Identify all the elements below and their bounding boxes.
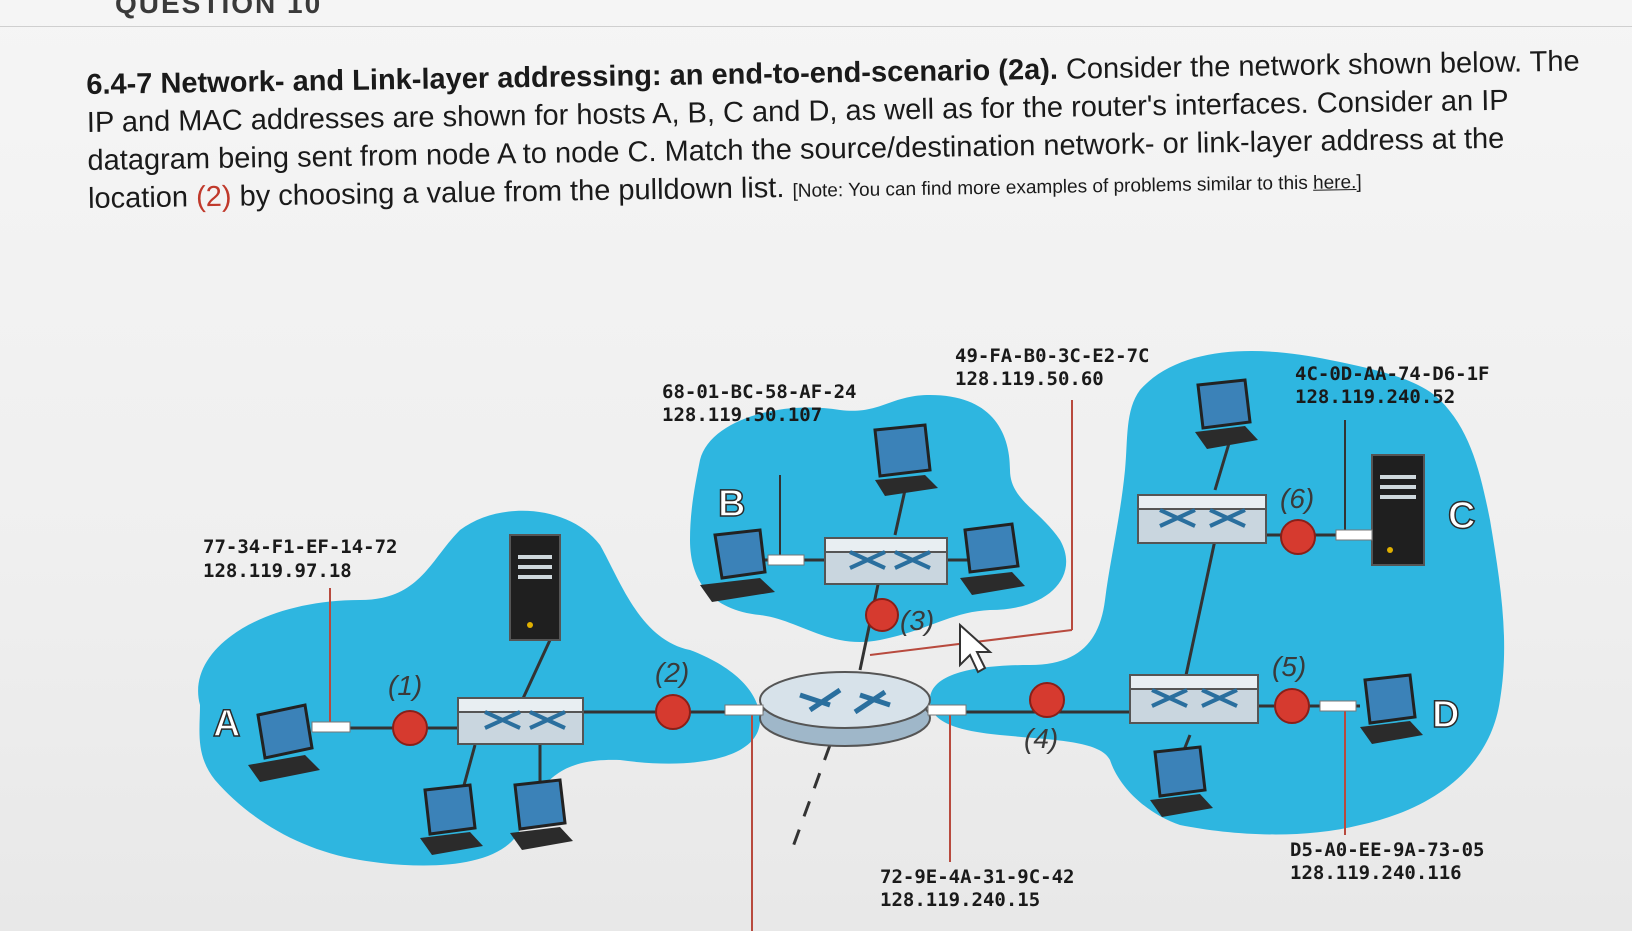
subnet-left-area (198, 510, 760, 866)
location-label-6: (6) (1280, 483, 1314, 514)
address-c-ip: 128.119.240.52 (1295, 386, 1455, 408)
mouse-cursor-icon (959, 622, 993, 674)
server-c (1371, 454, 1425, 566)
location-label-4: (4) (1024, 723, 1058, 754)
host-label-c: C (1448, 495, 1475, 537)
pc-top (873, 423, 938, 496)
address-a-mac: 77-34-F1-EF-14-72 (203, 536, 397, 558)
router (759, 671, 931, 747)
pc-right-top-subnet (960, 522, 1025, 595)
pc-left-bottom-1 (420, 783, 483, 855)
link-left-switch-server (518, 639, 552, 706)
link-switch-pc-top (893, 489, 907, 536)
interface-b (767, 554, 805, 566)
location-dot-6 (1280, 519, 1316, 555)
link-router-dashed (788, 744, 832, 856)
link-upper-switch-pc (1213, 439, 1232, 491)
link-switches-vertical (1183, 539, 1217, 681)
pc-right-lower (1150, 745, 1213, 817)
interface-router-right (927, 704, 967, 716)
location-label-1: (1) (388, 670, 422, 701)
location-label-2: (2) (655, 657, 689, 688)
switch-top (824, 537, 948, 585)
pc-d (1360, 673, 1423, 744)
location-dot-4 (1029, 682, 1065, 718)
location-label-3: (3) (900, 605, 934, 636)
location-label-5: (5) (1272, 651, 1306, 682)
interface-c (1335, 529, 1373, 541)
switch-right-upper (1137, 494, 1267, 544)
address-router-right-mac: 72-9E-4A-31-9C-42 (880, 866, 1074, 888)
interface-router-left (724, 704, 764, 716)
address-router-top-mac: 49-FA-B0-3C-E2-7C (955, 345, 1149, 367)
address-router-top-ip: 128.119.50.60 (955, 368, 1104, 390)
pc-right-upper (1195, 378, 1258, 449)
location-dot-3 (865, 598, 899, 632)
address-d-ip: 128.119.240.116 (1290, 862, 1462, 884)
address-d-mac: D5-A0-EE-9A-73-05 (1290, 839, 1484, 861)
host-label-a: A (213, 703, 240, 745)
subnet-right-area (930, 351, 1505, 835)
pc-b (700, 528, 775, 602)
server-left (509, 534, 561, 641)
switch-right-lower (1129, 674, 1259, 724)
address-router-right-ip: 128.119.240.15 (880, 889, 1040, 911)
host-label-b: B (718, 483, 745, 525)
address-b-ip: 128.119.50.107 (662, 404, 822, 426)
question-title: QUESTION 10 (115, 0, 323, 19)
location-dot-2 (655, 694, 691, 730)
address-b-mac: 68-01-BC-58-AF-24 (662, 381, 856, 403)
interface-d (1319, 700, 1357, 712)
location-dot-1 (392, 710, 428, 746)
location-dot-5 (1274, 688, 1310, 724)
host-label-d: D (1432, 694, 1459, 736)
pc-a (248, 703, 320, 782)
interface-a (311, 721, 351, 733)
address-a-ip: 128.119.97.18 (203, 560, 352, 582)
switch-left (457, 697, 584, 745)
header-bar: QUESTION 10 (0, 0, 1632, 27)
address-c-mac: 4C-0D-AA-74-D6-1F (1295, 363, 1489, 385)
pc-left-bottom-2 (510, 778, 573, 850)
